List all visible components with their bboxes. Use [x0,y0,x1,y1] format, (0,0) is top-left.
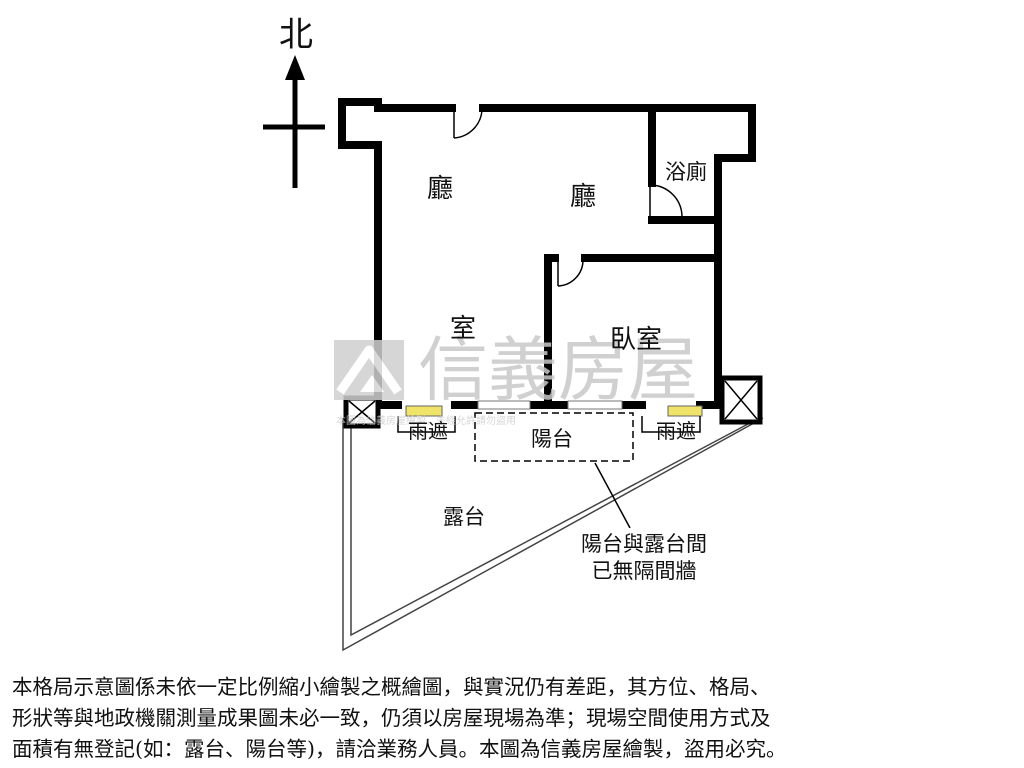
room-label-living-right: 廳 [570,182,596,212]
bathroom-door [649,184,683,218]
doors [453,104,683,287]
bedroom-door [557,258,584,287]
annotation-line2: 已無隔間牆 [592,559,697,583]
disclaimer-line1: 本格局示意圖係未依一定比例縮小繪製之概繪圖，與實況仍有差距，其方位、格局、 [12,675,771,699]
balcony-outline [474,412,634,462]
windows [477,400,623,410]
room-label-living-left: 廳 [427,174,453,204]
disclaimer: 本格局示意圖係未依一定比例縮小繪製之概繪圖，與實況仍有差距，其方位、格局、 形狀… [12,672,1012,765]
floor-plan: 北 [263,15,764,652]
compass: 北 [263,15,325,188]
annotation-line1: 陽台與露台間 [581,532,707,556]
annotation: 陽台與露台間 已無隔間牆 [570,528,720,586]
disclaimer-line2: 形狀等與地政機關測量成果圖未必一致，仍須以房屋現場為準；現場空間使用方式及 [12,706,771,730]
entrance-door [453,104,483,139]
room-label-terrace: 露台 [443,505,485,529]
north-label: 北 [279,15,313,55]
room-label-rain-cover-left: 雨遮 [408,419,448,443]
room-label-bathroom: 浴廁 [665,160,707,184]
room-label-bedroom: 臥室 [610,325,662,355]
rain-cover-strips [405,405,703,417]
annotation-leader-line [594,462,631,529]
room-label-rain-cover-right: 雨遮 [656,419,696,443]
disclaimer-line3: 面積有無登記(如：露台、陽台等)，請洽業務人員。本圖為信義房屋繪製，盜用必究。 [12,737,787,761]
watermark: 信義房屋 本圖為信義房屋繪製，未經允許請勿盜用 [334,329,698,427]
north-arrow-icon [285,55,305,80]
pipe-shaft-right [719,375,763,425]
watermark-small-text: 本圖為信義房屋繪製，未經允許請勿盜用 [336,414,516,427]
walls [338,98,756,409]
room-label-room: 室 [450,314,476,344]
room-label-balcony: 陽台 [531,427,573,451]
watermark-logo-icon [334,340,404,400]
terrace-outline [342,417,764,652]
watermark-brand: 信義房屋 [418,329,698,411]
rain-cover-outlines [397,416,701,433]
